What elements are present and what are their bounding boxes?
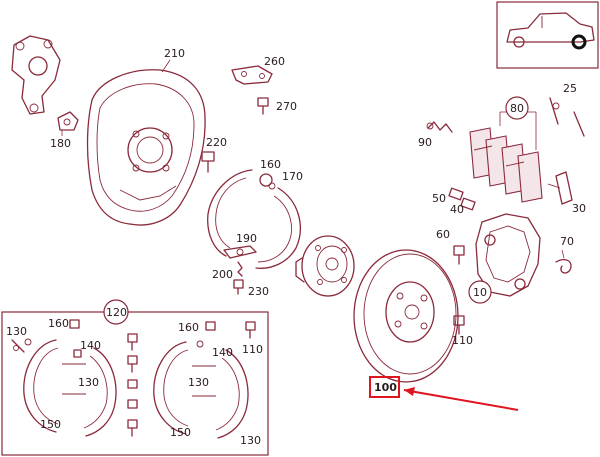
label-270: 270 [276,100,297,113]
label-180: 180 [50,137,71,150]
label-130-kit-d: 130 [240,434,261,447]
label-230: 230 [248,285,269,298]
part-kit-small-right [196,321,256,348]
label-110-kit: 110 [242,343,263,356]
label-150-kit-a: 150 [40,418,61,431]
label-130-kit-b: 130 [78,376,99,389]
part-dust-shield [86,69,206,226]
label-10: 10 [473,286,487,299]
label-200: 200 [212,268,233,281]
part-adjuster [223,245,257,259]
part-guide-pins [448,187,476,211]
label-160-top: 160 [260,158,281,171]
label-130-kit-a: 130 [6,325,27,338]
label-100: 100 [374,381,397,394]
part-sensor-25 [549,97,585,137]
label-120: 120 [106,306,127,319]
part-spring-200 [237,261,243,277]
label-110-right: 110 [452,334,473,347]
label-190: 190 [236,232,257,245]
label-210: 210 [164,47,185,60]
part-screw-230 [233,279,244,295]
part-kit-shoes-left [23,339,117,437]
part-bolt-110 [453,315,465,335]
part-bolt-220 [201,151,215,173]
repair-kit-frame [1,311,269,456]
label-90: 90 [418,136,432,149]
part-bolt-60 [453,245,465,265]
part-brake-disc [353,249,459,383]
arrow-head-icon [404,387,415,396]
label-220: 220 [206,136,227,149]
label-170: 170 [282,170,303,183]
label-30: 30 [572,202,586,215]
label-140-kit-a: 140 [80,339,101,352]
highlight-callout-100: 100 [369,376,519,411]
label-130-kit-c: 130 [188,376,209,389]
label-80: 80 [510,102,524,115]
label-40: 40 [450,203,464,216]
label-60: 60 [436,228,450,241]
label-260: 260 [264,55,285,68]
part-bolt-270 [257,97,269,115]
part-bracket [231,65,273,85]
label-25: 25 [563,82,577,95]
part-brake-pads [469,127,543,203]
part-brake-caliper [475,213,541,297]
car-side-icon [506,12,595,50]
part-parking-brake-shoes [207,169,301,269]
label-150-kit-b: 150 [170,426,191,439]
part-spring-90 [426,121,453,133]
part-kit-small-left [11,319,82,358]
part-kit-shoes-right [153,341,249,439]
vehicle-locator-inset [496,1,599,69]
part-kit-small-middle [127,333,138,437]
label-160-kit-b: 160 [178,321,199,334]
label-140-kit-b: 140 [212,346,233,359]
part-clip-30 [547,171,573,205]
part-clip-70 [555,258,572,274]
part-steering-knuckle [11,35,79,131]
label-50: 50 [432,192,446,205]
part-hub-flange [295,235,355,297]
label-160-kit-a: 160 [48,317,69,330]
label-70: 70 [560,235,574,248]
